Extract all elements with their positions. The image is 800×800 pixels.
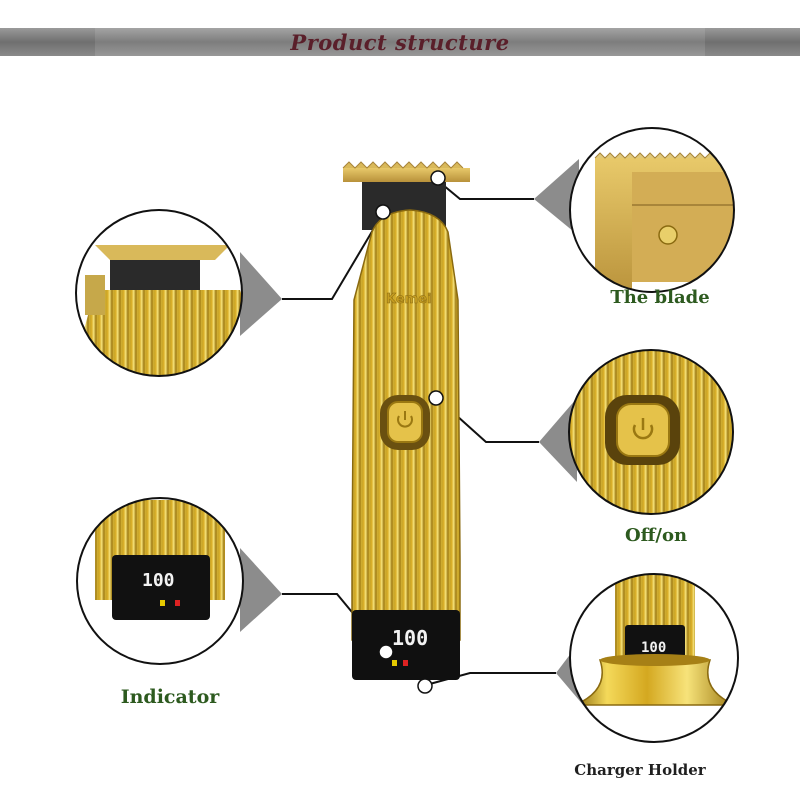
indicator-wedge: [240, 548, 282, 632]
head-dot: [375, 204, 391, 220]
power-wedge: [539, 398, 577, 482]
power-dot: [428, 390, 444, 406]
indicator-label: Indicator: [121, 686, 221, 708]
battery-readout: 100: [392, 626, 428, 650]
banner-center-plate: [95, 28, 705, 56]
brand-logo: Kemei: [386, 292, 431, 307]
blade-teeth: [342, 161, 464, 169]
page-title: Product structure: [290, 30, 510, 55]
head-connector: [282, 212, 384, 300]
power-closeup-circle: [568, 349, 734, 515]
blade-label: The blade: [610, 287, 709, 308]
trimmer-body: Kemei 100: [342, 161, 470, 680]
charger-label: Charger Holder: [574, 761, 707, 779]
indicator-dot: [378, 644, 394, 660]
trimmer-blade: [343, 168, 470, 182]
title-banner: Product structure: [0, 28, 800, 56]
indicator-closeup-circle: 100: [76, 497, 244, 665]
head-wedge: [240, 252, 282, 336]
blade-closeup-circle: [569, 127, 735, 293]
blade-connector: [436, 179, 534, 200]
status-indicator-light: [392, 660, 397, 666]
power-icon: [397, 411, 413, 428]
charger-closeup-circle: 100: [569, 573, 739, 743]
power-button: [387, 401, 423, 443]
blade-wedge: [534, 159, 579, 236]
power-label: Off/on: [625, 525, 687, 546]
head-closeup-circle: [75, 209, 243, 377]
display-panel: [352, 610, 460, 680]
charger-battery-readout: 100: [641, 640, 666, 656]
blade-dot: [430, 170, 446, 186]
charger-dot: [417, 678, 433, 694]
pointer-dots: [375, 170, 446, 694]
charger-connector: [425, 672, 556, 686]
charge-indicator-light: [403, 660, 408, 666]
closeup-battery-readout: 100: [142, 570, 175, 591]
